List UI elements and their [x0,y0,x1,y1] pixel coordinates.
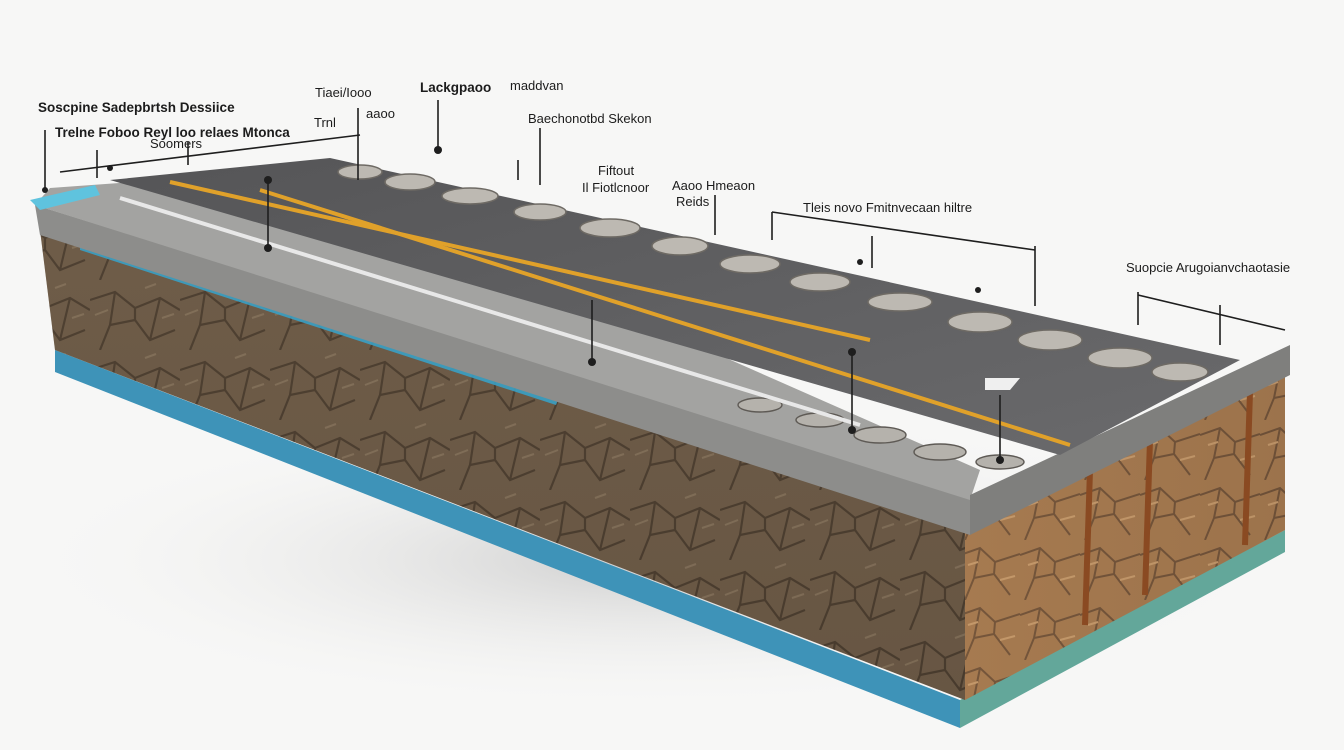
edge-line [119,196,861,427]
label-2: Trelne Foboo Reyl loo relaes Mtonca [55,125,290,140]
label-9: Baechonotbd Skekon [528,111,652,126]
rubble-back [337,164,1209,382]
leader-dots [42,146,1004,464]
soil-side-shade [965,370,1285,700]
curb-side [970,345,1290,535]
leader-lines [44,100,1286,460]
pavement-marker [985,378,1020,390]
label-8: maddvan [510,78,563,93]
base-plate-front [55,350,960,728]
label-1: Soscpine Sadepbrtsh Dessiice [38,100,235,115]
label-13: Reids [676,194,710,209]
label-15: Suopcie Arugoianvchaotasie [1126,260,1290,275]
lane-line-1 [169,180,871,342]
soil-front-shade [40,230,965,700]
end-cap [30,185,100,210]
curb-front [35,205,970,535]
label-11: Aaoo Hmeaon [672,178,755,193]
label-5: Trnl [314,115,336,130]
label-14: Tleis novo Fmitnvecaan hiltre [803,200,972,215]
label-7: Lackgpaoo [420,80,491,95]
lane-line-2 [259,188,1071,447]
label-12: Il Fiotlcnoor [582,180,650,195]
side-posts [1082,391,1253,626]
label-6: aaoo [366,106,395,121]
curb-top [35,170,980,500]
base-plate-side [960,530,1285,728]
label-4: Tiaei/Iooo [315,85,372,100]
label-3: Soomers [150,136,203,151]
label-10: Fiftout [598,163,635,178]
